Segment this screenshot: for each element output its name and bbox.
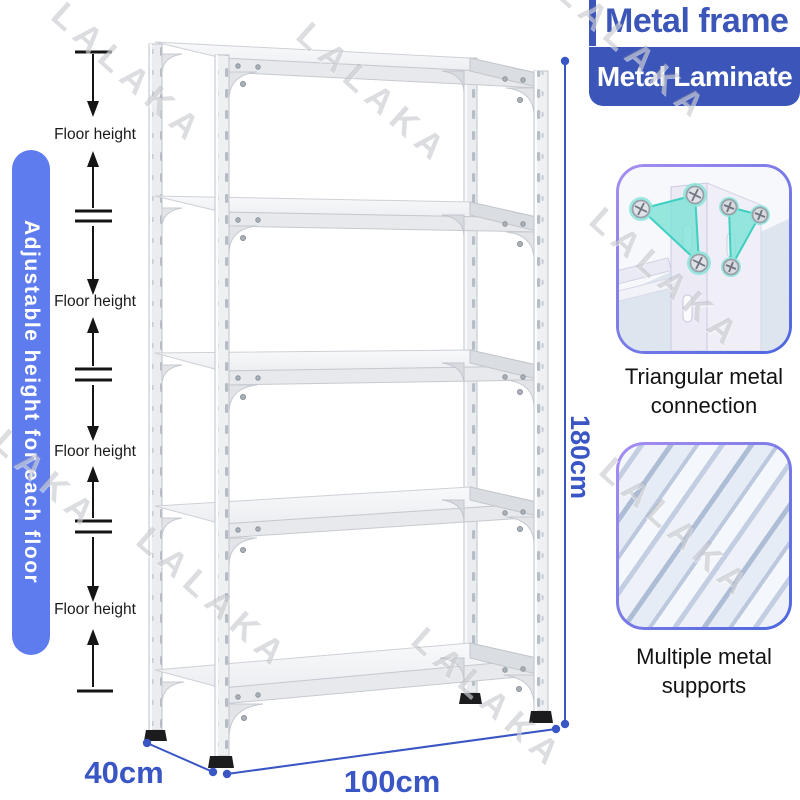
shelf bbox=[154, 41, 542, 117]
dimension-labels: 180cm 40cm 100cm bbox=[84, 415, 595, 799]
width-dimension-label: 100cm bbox=[344, 764, 441, 799]
floor-height-annotation bbox=[75, 50, 113, 693]
feature-card-metal-supports bbox=[616, 442, 792, 630]
depth-dimension-label: 40cm bbox=[84, 755, 163, 790]
corner-connection-illustration bbox=[619, 167, 789, 351]
screws bbox=[631, 185, 769, 276]
post-back-left bbox=[148, 43, 163, 731]
feature-image-metal-supports bbox=[619, 445, 789, 627]
title-metal-laminate: Metal Laminate bbox=[596, 60, 793, 92]
title-metal-frame: Metal frame bbox=[605, 2, 789, 40]
caption-triangular-connection: Triangular metal connection bbox=[624, 364, 784, 418]
floor-height-label: Floor height bbox=[54, 293, 137, 310]
floor-height-label: Floor height bbox=[54, 126, 137, 143]
caption-metal-supports: Multiple metal supports bbox=[636, 644, 772, 698]
shelf bbox=[154, 195, 542, 261]
floor-height-label: Floor height bbox=[54, 443, 137, 460]
post-front-left bbox=[214, 54, 230, 757]
floor-height-labels: Floor height Floor height Floor height F… bbox=[54, 126, 137, 618]
height-dimension-label: 180cm bbox=[565, 415, 595, 499]
support-bars-illustration bbox=[619, 445, 789, 627]
feature-image-corner-connection bbox=[619, 167, 789, 351]
feature-card-triangular-connection bbox=[616, 164, 792, 354]
post-front-right bbox=[533, 70, 549, 712]
shelf-rack bbox=[144, 41, 553, 768]
shelf bbox=[154, 486, 542, 567]
shelf bbox=[154, 349, 542, 414]
shelf bbox=[154, 642, 542, 739]
dimension-lines bbox=[142, 56, 570, 779]
rack-feet bbox=[144, 693, 553, 768]
post-slot bbox=[682, 294, 693, 323]
floor-height-label: Floor height bbox=[54, 601, 137, 618]
header: Metal frame Metal Laminate bbox=[580, 0, 800, 110]
title-metal-laminate-box: Metal Laminate bbox=[589, 47, 800, 106]
accent-bar bbox=[589, 0, 596, 46]
adjustable-height-banner: Adjustable height for each floor bbox=[12, 150, 50, 655]
